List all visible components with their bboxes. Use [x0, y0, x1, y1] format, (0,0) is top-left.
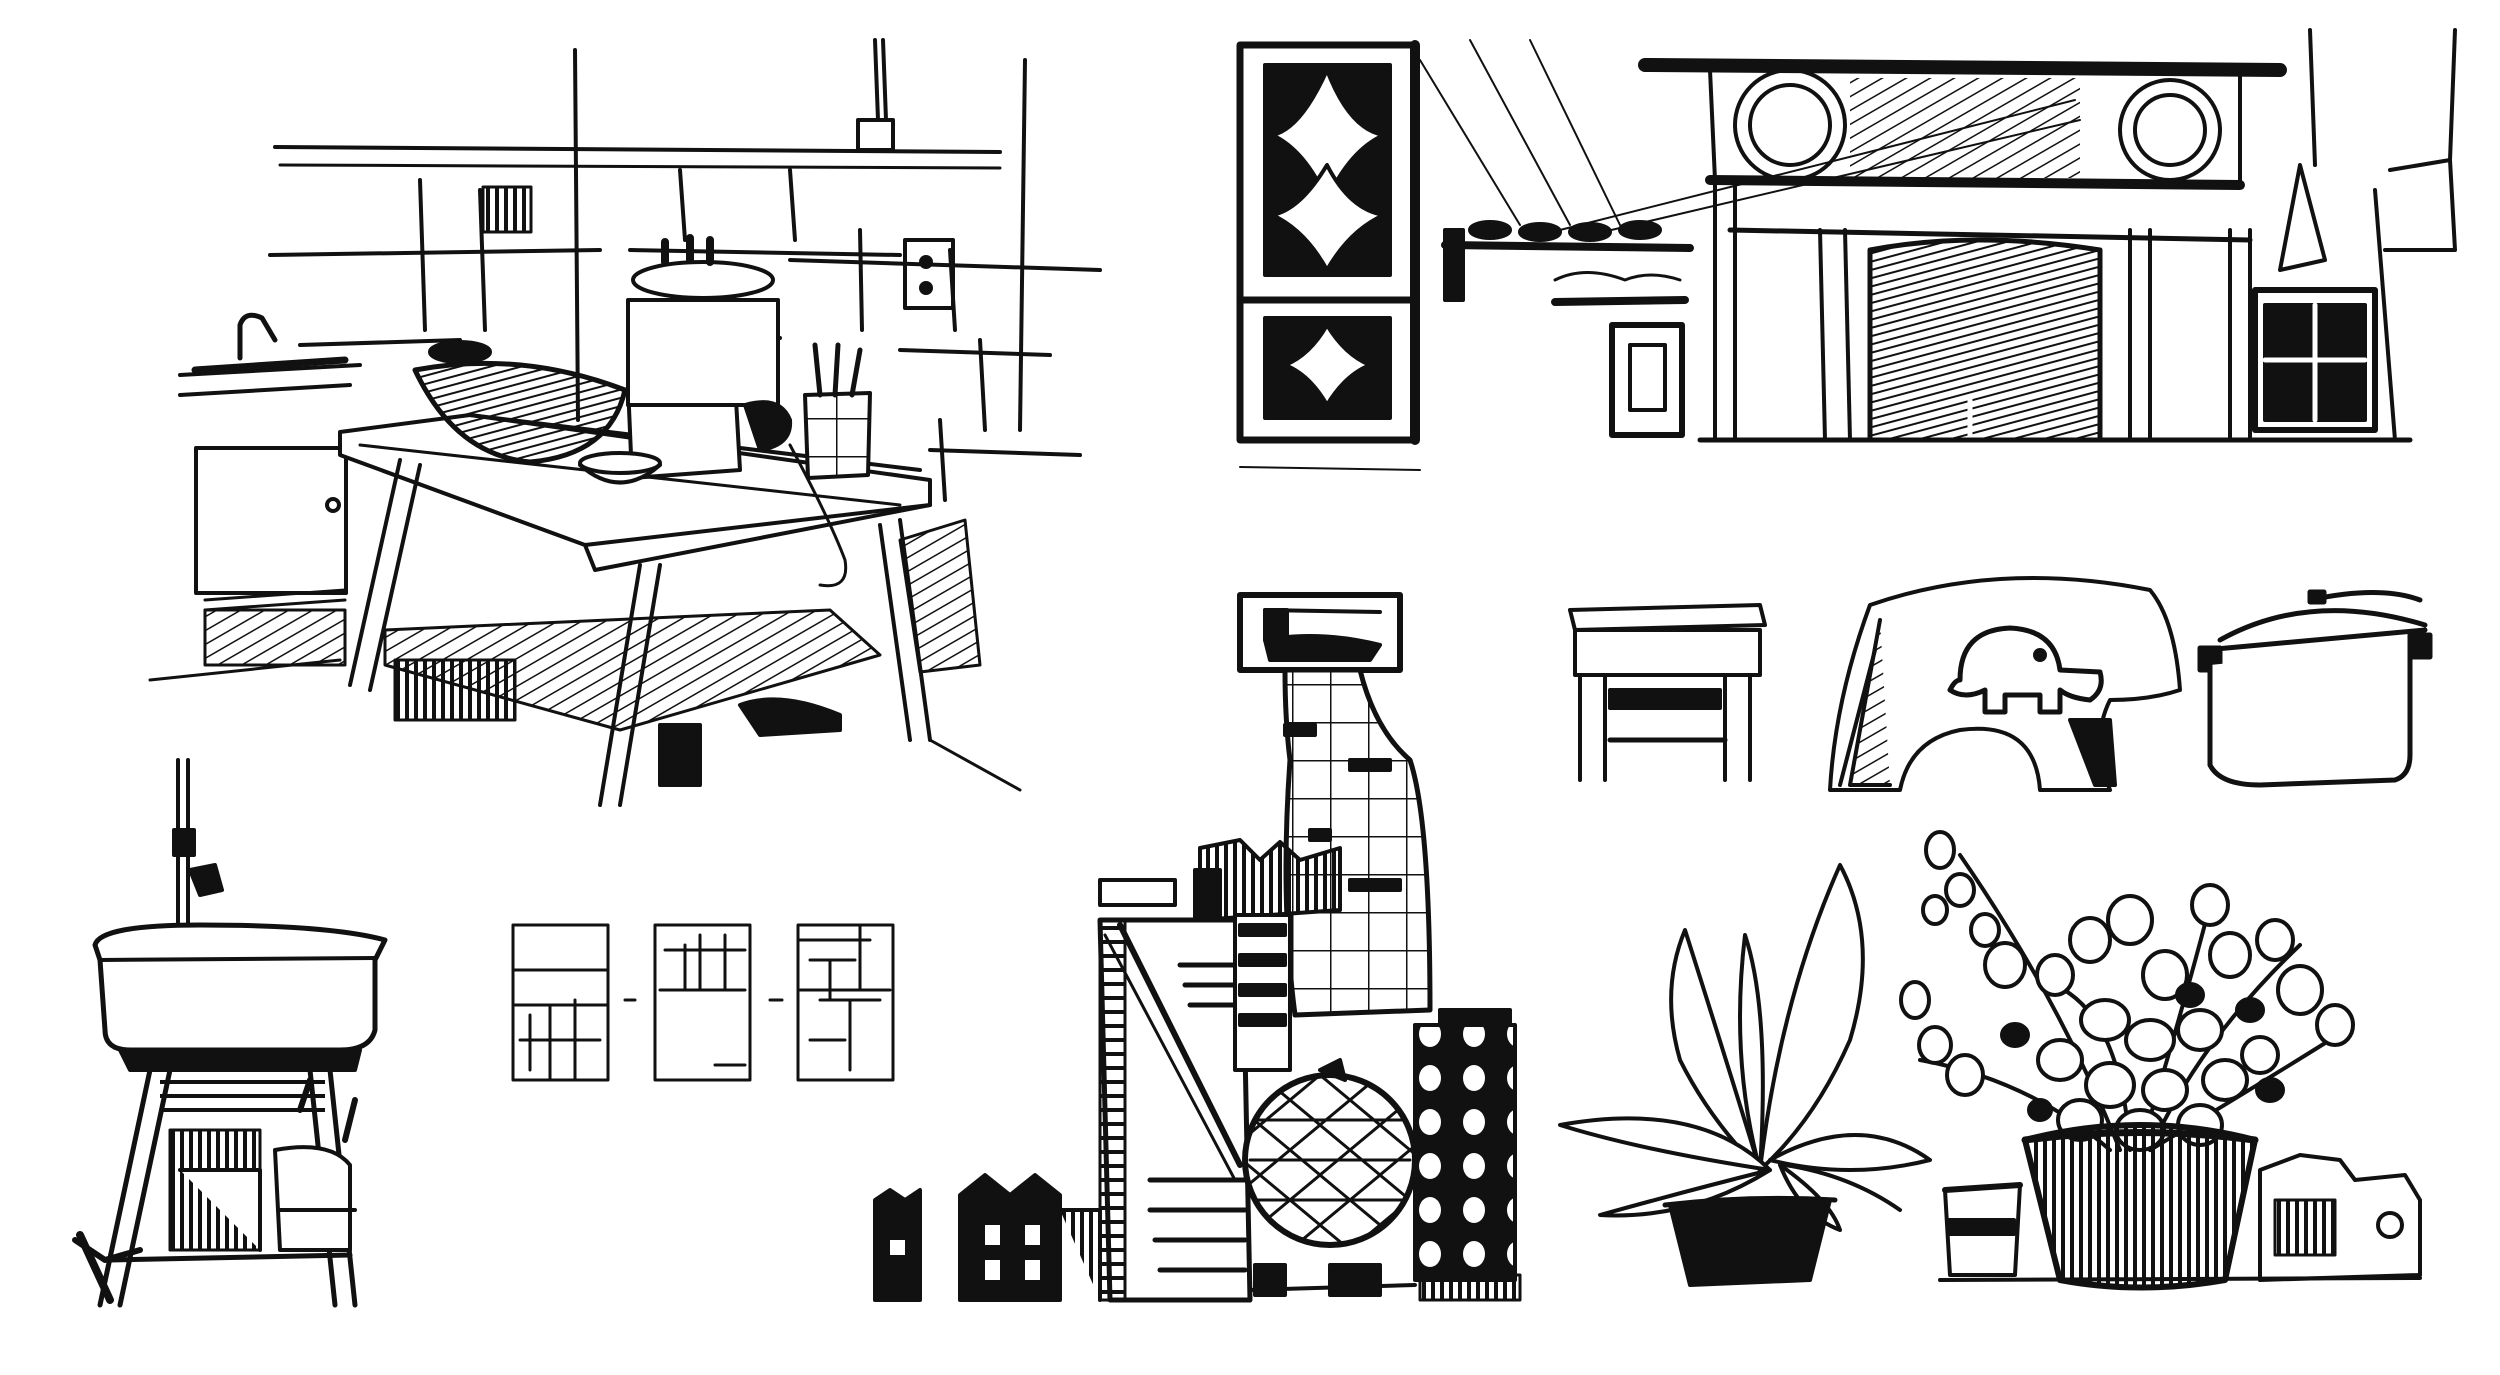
city-skyline-collage [873, 592, 1522, 1303]
elephant-stool [1828, 576, 2182, 792]
kitchen-table-scene [148, 38, 1102, 807]
leafy-potted-plant [1558, 863, 1932, 1287]
cooking-pot [2197, 589, 2433, 788]
wash-basin-stand [72, 758, 388, 1308]
round-leaf-potted-plant [1899, 830, 2422, 1291]
three-panel-studies [511, 923, 895, 1082]
wooden-stool [1568, 603, 1767, 782]
shopfront-facade [1236, 28, 2457, 471]
